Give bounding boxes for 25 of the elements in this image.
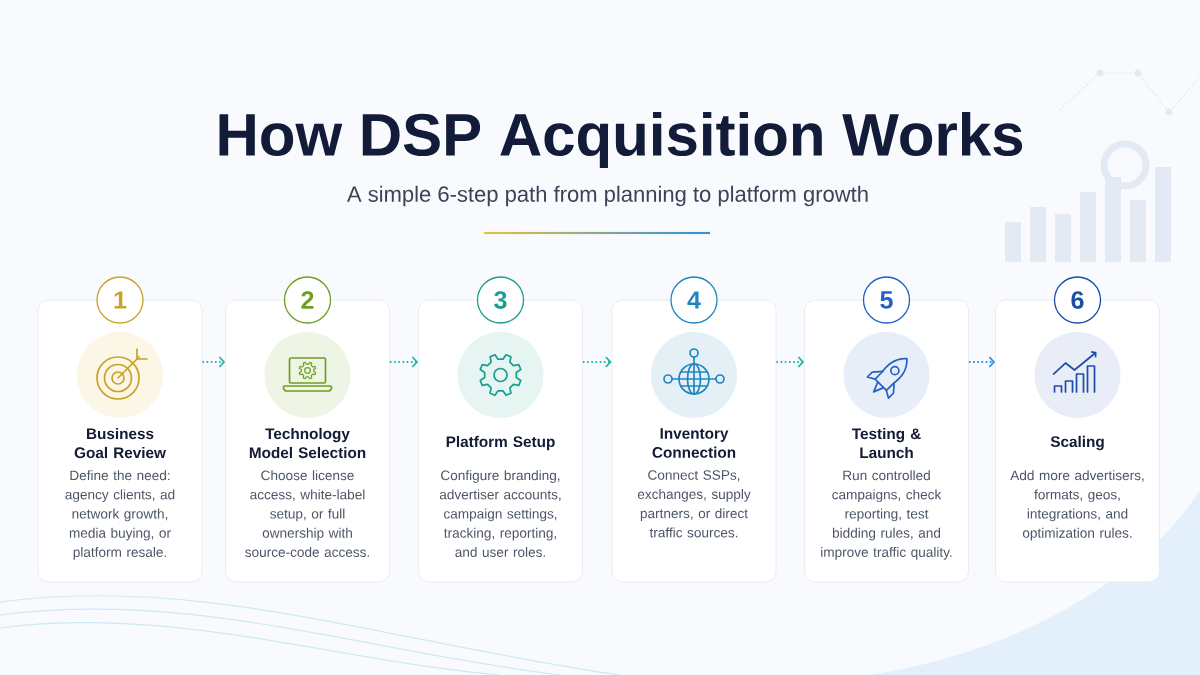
number-badge: 5 (862, 276, 911, 324)
card-text: Add more advertisers, formats, geos, integrations, and optimization rules. (1010, 470, 1144, 541)
arrow (582, 356, 612, 368)
card-title: Business Goal Review (74, 427, 166, 459)
card-title: Scaling (1050, 435, 1104, 451)
card-text: Choose license access, white-label setup, or full ownership with source-code access. (245, 470, 369, 557)
number-badge: 6 (1053, 276, 1102, 324)
card-title: Platform Setup (446, 435, 555, 451)
card-text: Configure branding, advertiser accounts, campaign settings, tracking, reporting, and user roles. (439, 470, 561, 557)
card-title: Testing & Launch (851, 427, 921, 459)
number-badge: 2 (283, 276, 332, 324)
arrow (775, 356, 805, 368)
number-badge: 3 (476, 276, 525, 324)
card-text: Connect SSPs, exchanges, supply partners, or direct traffic sources. (637, 470, 751, 538)
title: How DSP Acquisition Works (219, 112, 1023, 168)
card-title: Inventory Connection (652, 428, 736, 458)
arrow (201, 356, 226, 368)
number-badge: 4 (670, 276, 718, 324)
subtitle: A simple 6-step path from planning to platform growth (347, 185, 868, 207)
arrow (389, 356, 419, 368)
card-text: Run controlled campaigns, check reporting, test bidding rules, and improve traffic quality. (821, 470, 952, 560)
card-title: Technology Model Selection (249, 427, 366, 459)
arrow (968, 356, 996, 368)
number-badge: 1 (96, 276, 144, 324)
card-text: Define the need: agency clients, ad network growth, media buying, or platform resale. (65, 470, 175, 560)
